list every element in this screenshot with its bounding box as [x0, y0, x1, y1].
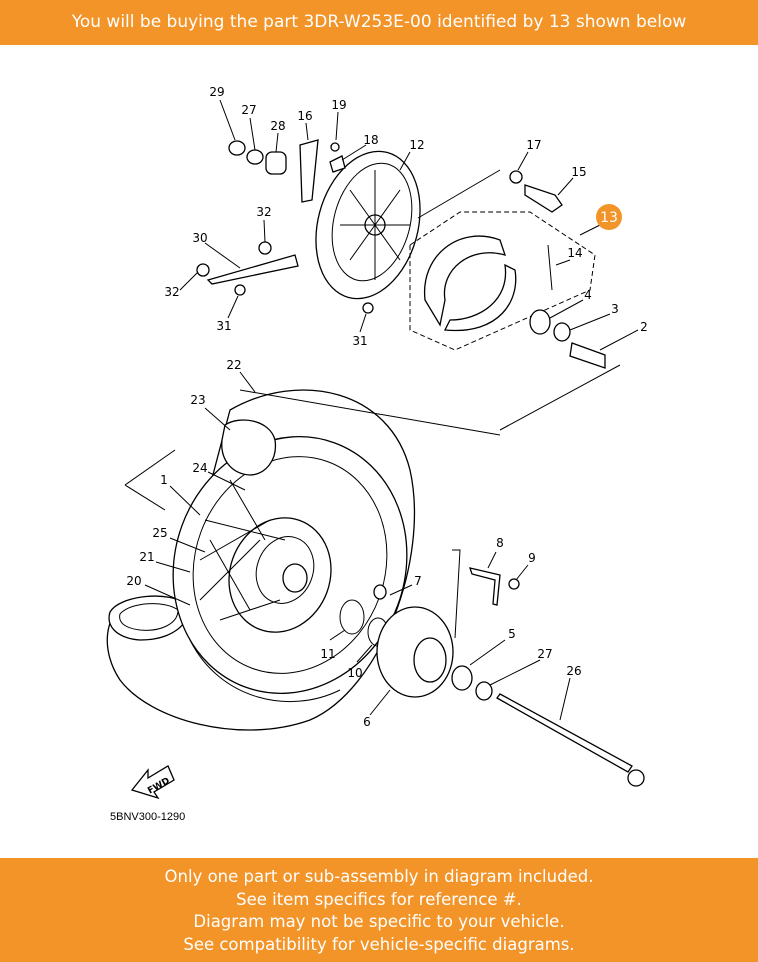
- purchase-notice: You will be buying the part 3DR-W253E-00…: [71, 12, 687, 32]
- callout-30: 30: [192, 231, 207, 245]
- callout-10: 10: [347, 666, 362, 680]
- brake-panel: [315, 150, 421, 300]
- leader-lines: [124, 99, 639, 721]
- callout-18: 18: [363, 133, 378, 147]
- callout-23: 23: [190, 393, 205, 407]
- small-parts: [196, 139, 645, 787]
- parts-diagram: 29 27 28 16 19 18 12 17 15 13 14 4 3 2 3…: [106, 85, 648, 823]
- callout-9: 9: [528, 551, 536, 565]
- callout-29: 29: [209, 85, 224, 99]
- callout-22: 22: [226, 358, 241, 372]
- callout-12: 12: [409, 138, 424, 152]
- highlighted-part-13[interactable]: 13: [596, 204, 622, 230]
- callout-31: 31: [216, 319, 231, 333]
- callout-4: 4: [584, 288, 592, 302]
- disclaimer-line: Only one part or sub-assembly in diagram…: [164, 867, 594, 886]
- brake-shoes: [424, 235, 517, 332]
- callout-26: 26: [566, 664, 581, 678]
- callout-31b: 31: [352, 334, 367, 348]
- callout-1: 1: [160, 473, 168, 487]
- callout-16: 16: [297, 109, 312, 123]
- callout-19: 19: [331, 98, 346, 112]
- callout-27b: 27: [537, 647, 552, 661]
- callout-14: 14: [567, 246, 582, 260]
- callout-24: 24: [192, 461, 207, 475]
- disclaimer-line: Diagram may not be specific to your vehi…: [193, 912, 565, 931]
- callout-32b: 32: [164, 285, 179, 299]
- callout-17: 17: [526, 138, 541, 152]
- fwd-arrow-icon: FWD: [130, 765, 175, 800]
- spring: [547, 244, 553, 291]
- callout-28: 28: [270, 119, 285, 133]
- callout-2: 2: [640, 320, 648, 334]
- callout-3: 3: [611, 302, 619, 316]
- callout-27: 27: [241, 103, 256, 117]
- callout-25: 25: [152, 526, 167, 540]
- callout-21: 21: [139, 550, 154, 564]
- callout-13: 13: [600, 210, 618, 226]
- bottom-banner: Only one part or sub-assembly in diagram…: [0, 858, 758, 962]
- brake-shoe-outline: [409, 211, 596, 351]
- callout-32: 32: [256, 205, 271, 219]
- callout-15: 15: [571, 165, 586, 179]
- top-banner: You will be buying the part 3DR-W253E-00…: [0, 0, 758, 45]
- callout-11: 11: [320, 647, 335, 661]
- callout-5: 5: [508, 627, 516, 641]
- rim: [172, 436, 408, 694]
- highlight-marker: [596, 204, 622, 230]
- callout-20: 20: [126, 574, 141, 588]
- tube: [221, 419, 277, 476]
- disclaimer-line: See compatibility for vehicle-specific d…: [183, 934, 575, 954]
- callout-6: 6: [363, 715, 371, 729]
- callout-7: 7: [414, 574, 422, 588]
- disclaimer-line: See item specifics for reference #.: [236, 889, 522, 909]
- diagram-code: 5BNV300-1290: [110, 811, 185, 823]
- callout-8: 8: [496, 536, 504, 550]
